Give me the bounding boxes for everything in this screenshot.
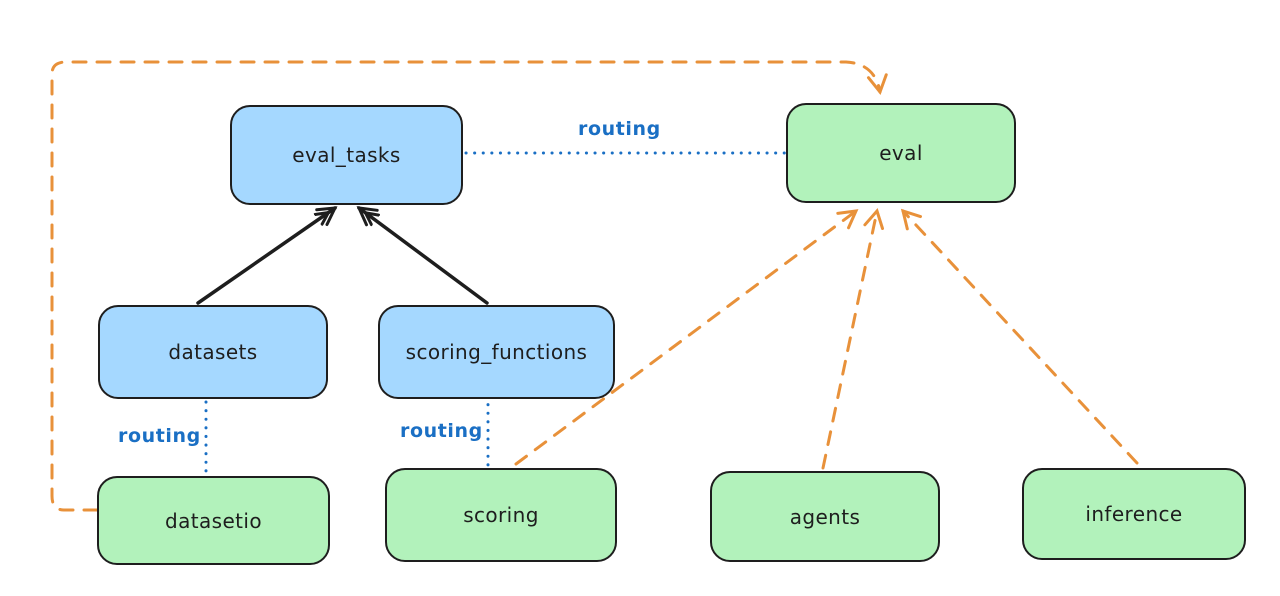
edge-scoring-to-eval (514, 209, 859, 466)
node-agents: agents (710, 471, 940, 562)
node-scoring: scoring (385, 468, 617, 562)
edge-scoring-functions-to-eval-tasks (359, 208, 489, 305)
node-inference-label: inference (1085, 502, 1183, 526)
edge-label-routing-eval-tasks-eval: routing (578, 118, 661, 140)
node-scoring-functions-label: scoring_functions (405, 340, 588, 364)
node-datasetio-label: datasetio (164, 508, 262, 533)
node-eval: eval (786, 103, 1016, 203)
edge-label-routing-scoring-functions-scoring: routing (400, 420, 483, 442)
node-datasetio: datasetio (97, 476, 330, 565)
node-datasets-label: datasets (168, 340, 258, 364)
node-agents-label: agents (789, 504, 861, 529)
node-datasets: datasets (98, 305, 328, 399)
node-inference: inference (1022, 468, 1246, 560)
edge-label-routing-datasets-datasetio: routing (118, 425, 201, 447)
edge-inference-to-eval (900, 208, 1139, 465)
node-eval-tasks-label: eval_tasks (292, 143, 401, 167)
node-scoring-label: scoring (463, 503, 539, 527)
edge-agents-to-eval (821, 208, 885, 470)
edge-datasets-to-eval-tasks (196, 206, 335, 305)
node-scoring-functions: scoring_functions (378, 305, 615, 399)
edge-datasetio-to-eval (50, 60, 888, 512)
node-eval-label: eval (879, 141, 923, 165)
node-eval-tasks: eval_tasks (230, 105, 463, 205)
